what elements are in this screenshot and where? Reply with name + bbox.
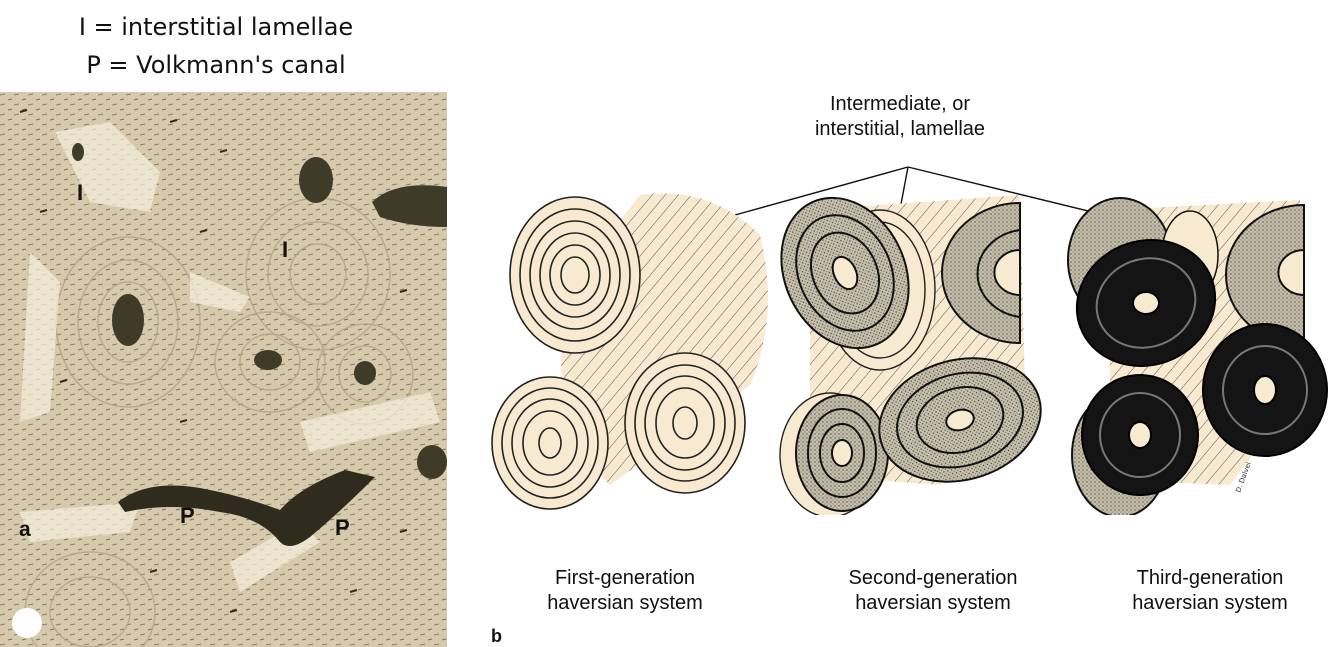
panel-a-letter: a	[19, 518, 31, 541]
first-generation-caption: First-generation haversian system	[515, 566, 735, 616]
osteon-3a	[1075, 239, 1217, 367]
second-generation-group	[779, 195, 1042, 515]
legend-volkmanns-canal: P = Volkmann's canal	[86, 51, 346, 79]
first-generation-group	[491, 193, 768, 510]
label-i-1: I	[77, 180, 84, 205]
caption-2-line1: Second-generation	[848, 567, 1018, 589]
legend-interstitial-lamellae: I = interstitial lamellae	[78, 13, 354, 41]
osteon-3b	[1081, 374, 1199, 496]
cement-lines	[20, 122, 440, 592]
osteon-2a	[780, 196, 910, 350]
osteon-2-partial-right	[941, 201, 1021, 345]
panel-b-letter: b	[491, 626, 502, 646]
caption-1-line2: haversian system	[547, 592, 703, 614]
figure-legend: I = interstitial lamellae P = Volkmann's…	[0, 8, 432, 84]
label-p-1: P	[180, 503, 195, 528]
caption-2-line2: haversian system	[855, 592, 1011, 614]
panel-a-badge	[12, 608, 42, 638]
interstitial-label-line1: Intermediate, or	[829, 93, 971, 115]
haversian-generations-diagram: D. Dalvei	[491, 166, 1328, 515]
caption-3-line1: Third-generation	[1136, 567, 1284, 589]
bone-micrograph	[0, 92, 447, 647]
haversian-canals	[72, 143, 447, 479]
osteon-3c	[1202, 323, 1328, 457]
osteon-1c	[624, 352, 746, 494]
interstitial-label-line2: interstitial, lamellae	[814, 118, 986, 140]
osteon-2c	[878, 357, 1042, 483]
second-generation-caption: Second-generation haversian system	[818, 566, 1048, 616]
label-p-2: P	[335, 515, 350, 540]
interstitial-lamellae-label: Intermediate, or interstitial, lamellae	[770, 92, 1030, 142]
label-i-2: I	[282, 237, 289, 262]
osteon-1b	[491, 376, 609, 510]
caption-1-line1: First-generation	[554, 567, 696, 589]
osteon-lamellae	[24, 197, 414, 647]
third-generation-caption: Third-generation haversian system	[1100, 566, 1320, 616]
volkmanns-canal	[118, 470, 375, 546]
caption-3-line2: haversian system	[1132, 592, 1288, 614]
osteon-1a	[509, 196, 641, 354]
osteocyte-lacunae	[19, 109, 408, 613]
osteon-2b	[795, 394, 889, 512]
third-generation-group: D. Dalvei	[1067, 197, 1328, 515]
